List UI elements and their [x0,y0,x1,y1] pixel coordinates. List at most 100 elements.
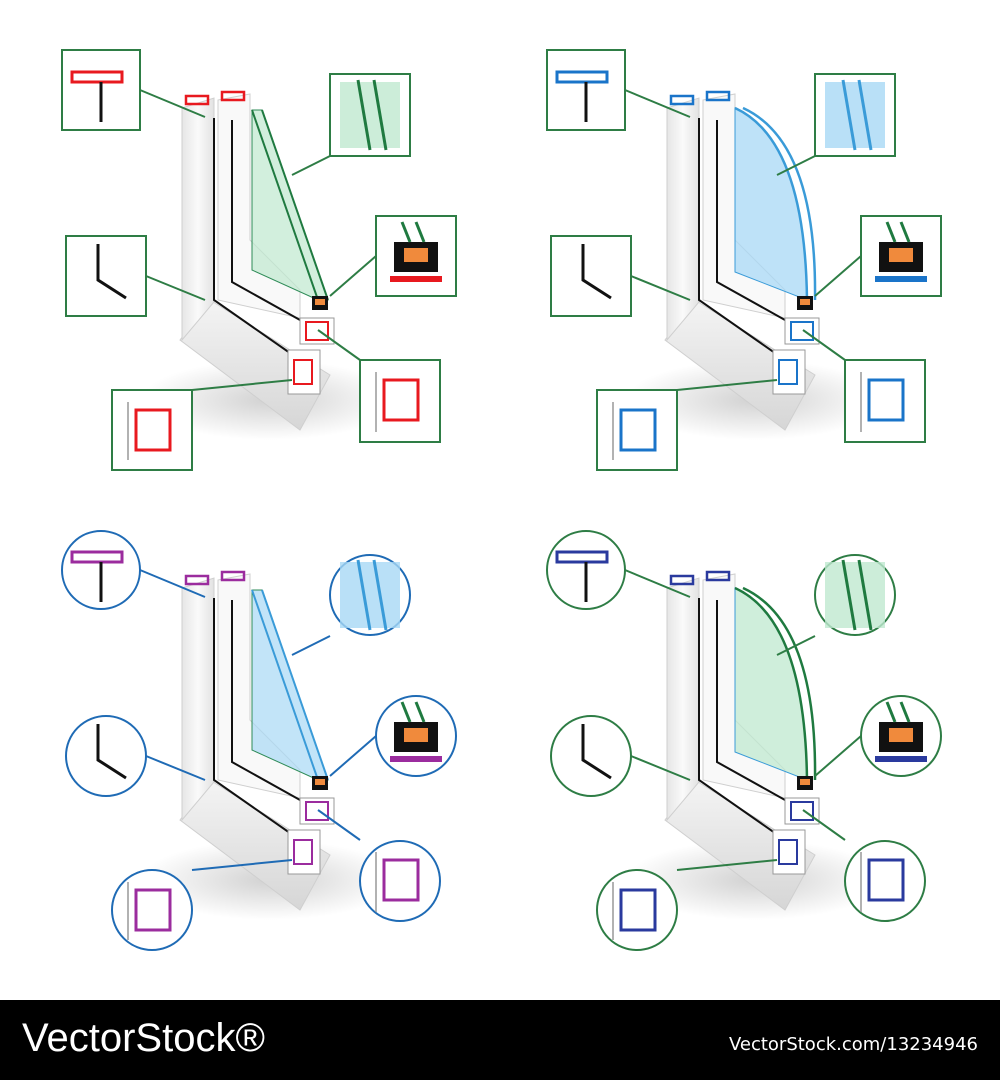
callout-frame-top-detail [70,70,124,122]
callout-seal-detail [390,221,442,282]
callout-leader-line [624,89,691,118]
callout-chamber-circle [596,869,678,951]
callout-seal-detail [390,701,442,762]
callout-frame-top-detail [70,550,124,602]
glass-edge [742,586,817,781]
callout-leader-line [676,379,778,391]
callout-leader-line [814,255,862,297]
diagram-bottom-left [61,530,457,951]
callout-glass-detail [340,79,400,151]
callout-frame-top-detail [555,550,609,602]
seal-insert [800,779,810,785]
callout-chamber-detail [612,882,657,940]
callout-chamber-box [596,389,678,471]
callout-leader-line [802,809,846,841]
callout-glass-detail [340,559,400,631]
callout-leader-line [776,635,816,656]
frame-edge-line [213,598,301,841]
callout-sill-box [359,359,441,443]
callout-corner-box [550,235,632,317]
callout-leader-line [139,569,206,598]
sash-edge-line [716,600,786,801]
chamber-reinforcement [305,321,329,341]
chamber-reinforcement [305,801,329,821]
top-cut-accent [184,574,210,586]
frame-edge-line [698,598,786,841]
top-cut-accent [220,90,246,102]
outer-frame [666,97,700,342]
callout-leader-line [630,755,691,781]
glass-edge [734,586,809,781]
callout-leader-line [329,735,377,777]
callout-glass-detail [825,79,885,151]
callout-leader-line [145,755,206,781]
footer-bar: VectorStock® VectorStock.com/13234946 [0,1000,1000,1080]
callout-corner-box [65,235,147,317]
glass-edge [261,109,329,301]
glass-edge [261,589,329,781]
callout-chamber-detail [127,402,172,460]
chamber-reinforcement [790,801,814,821]
profile-chamber [772,829,806,875]
callout-corner-circle [550,715,632,797]
glass-edge [734,106,809,301]
callout-leader-line [191,379,293,391]
callout-leader-line [676,859,778,871]
profile-chamber [772,349,806,395]
callout-leader-line [624,569,691,598]
top-cut-accent [705,90,731,102]
top-cut-accent [705,570,731,582]
callout-leader-line [802,329,846,361]
glass-pane [251,589,329,781]
window-profile-illustration [61,49,942,951]
top-cut-accent [669,574,695,586]
frame-edge-line [698,118,786,361]
callout-sill-circle [359,840,441,922]
glass-pane [251,109,329,301]
callout-sill-box [844,359,926,443]
callout-glass-detail [825,559,885,631]
callout-leader-line [329,255,377,297]
diagram-bottom-right [546,530,942,951]
callout-seal-detail [875,701,927,762]
callout-sill-detail [375,852,420,912]
callout-sill-circle [844,840,926,922]
callout-sill-detail [860,372,905,432]
glass-edge [251,109,319,301]
profile-chamber [287,829,321,875]
outer-frame [181,577,215,822]
callout-corner-detail [581,724,612,780]
top-cut-accent [669,94,695,106]
chamber-reinforcement [293,839,313,865]
callout-leader-line [776,155,816,176]
callout-seal-box [860,215,942,297]
callout-chamber-circle [111,869,193,951]
chamber-reinforcement [293,359,313,385]
callout-leader-line [145,275,206,301]
brand-logo-text: VectorStock® [22,1016,265,1060]
callout-corner-circle [65,715,147,797]
chamber-reinforcement [790,321,814,341]
outer-frame [181,97,215,342]
callout-leader-line [139,89,206,118]
callout-corner-detail [581,244,612,300]
top-cut-accent [220,570,246,582]
seal-insert [315,299,325,305]
callout-leader-line [317,809,361,841]
callout-sill-detail [860,852,905,912]
top-cut-accent [184,94,210,106]
callout-leader-line [291,635,331,656]
sash-edge-line [716,120,786,321]
chamber-reinforcement [778,359,798,385]
glass-edge [742,106,817,301]
callout-leader-line [191,859,293,871]
seal-insert [800,299,810,305]
diagram-top-right [546,49,942,471]
callout-seal-detail [875,221,927,282]
callout-corner-detail [96,724,127,780]
sash-edge-line [231,600,301,801]
callout-sill-detail [375,372,420,432]
callout-leader-line [630,275,691,301]
image-id-text: VectorStock.com/13234946 [728,1034,978,1055]
profile-chamber [287,349,321,395]
